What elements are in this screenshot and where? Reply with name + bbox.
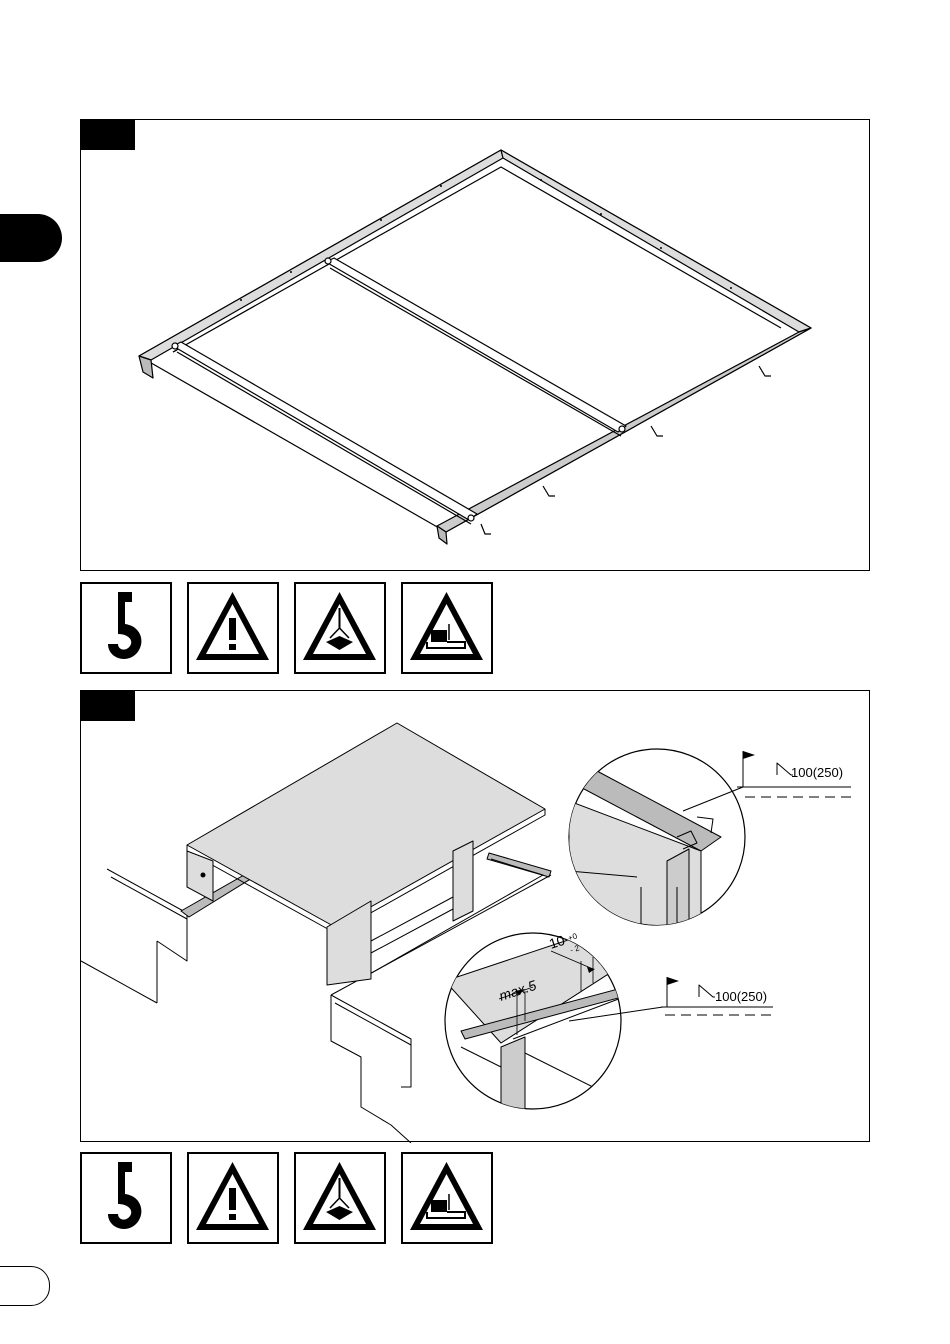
frame-assembly-drawing (81, 120, 871, 572)
chapter-tab (0, 214, 62, 262)
bolt-marker (619, 426, 625, 432)
bolt-marker (172, 343, 178, 349)
crane-hook-icon (80, 1152, 172, 1244)
hand-crush-warning-icon (401, 1152, 493, 1244)
warning-triangle-icon (187, 1152, 279, 1244)
crane-hook-icon (80, 582, 172, 674)
suspended-load-warning-icon (294, 582, 386, 674)
pit-wall-left (107, 869, 187, 961)
offset-tol-plus: +0 (567, 931, 579, 943)
suspended-load-warning-icon (294, 1152, 386, 1244)
pit-wall-front (331, 995, 411, 1087)
weld-flag (743, 751, 755, 759)
support-bracket (543, 486, 555, 496)
platform-leg (453, 841, 473, 921)
weld-flag (667, 977, 679, 985)
step-2-panel: 100(250) 100(250) max.5 10 +0 - 2 (80, 690, 870, 1142)
platform-top (187, 723, 545, 927)
step-1-panel (80, 119, 870, 571)
hand-crush-warning-icon (401, 582, 493, 674)
warning-triangle-icon (187, 582, 279, 674)
weld-callout-upper: 100(250) (791, 765, 843, 780)
step-2-icon-row (80, 1152, 493, 1246)
support-bracket (759, 366, 771, 376)
bolt-marker (468, 515, 474, 521)
platform-leg (187, 851, 213, 901)
step-1-icon-row (80, 582, 493, 676)
support-bracket (651, 426, 663, 436)
weld-callout-lower: 100(250) (715, 989, 767, 1004)
frame-edge-right (487, 853, 551, 877)
support-bracket (481, 524, 491, 534)
platform-install-drawing: 100(250) 100(250) max.5 10 +0 - 2 (81, 691, 871, 1143)
page-number-oval (0, 1266, 50, 1306)
bolt-marker (325, 258, 331, 264)
